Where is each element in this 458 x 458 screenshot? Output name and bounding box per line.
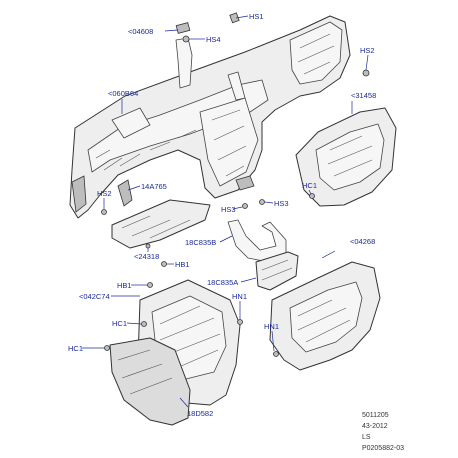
instrument-panel-frame [69, 15, 351, 219]
callout-hn1-a: HN1 [232, 292, 247, 301]
callout-hc1-b: HC1 [68, 344, 83, 353]
callout-hs4: HS4 [206, 35, 221, 44]
lower-trim-panel [111, 179, 211, 249]
callout-24318: <24318 [134, 252, 159, 261]
callout-18d582: 18D582 [187, 409, 213, 418]
callout-hb1-b: HB1 [117, 281, 132, 290]
fastener-hs4 [182, 35, 190, 43]
callout-04608: <04608 [128, 27, 153, 36]
fastener-hs2-top [362, 69, 370, 77]
support-brackets [227, 219, 299, 291]
callout-18c835a: 18C835A [207, 278, 238, 287]
fastener-hn1-a [237, 319, 243, 325]
fastener-hs2-left [101, 209, 107, 215]
fastener-hs1 [229, 12, 240, 24]
callout-labels: HS1 <04608 HS4 HS2 <060B64 <31458 HC1 HS… [68, 12, 376, 418]
callout-hb1-a: HB1 [175, 260, 190, 269]
fastener-04608 [175, 22, 191, 34]
console-bracket [269, 261, 381, 371]
fastener-hc1-b [104, 345, 110, 351]
fastener-hs3-b [259, 199, 265, 205]
callout-hs3-a: HS3 [221, 205, 236, 214]
fastener-hc1-glove [309, 193, 315, 199]
glove-box [295, 107, 397, 207]
reference-line-3: LS [361, 434, 371, 441]
callout-060b64: <060B64 [108, 89, 138, 98]
reference-line-1: 5011205 [361, 412, 389, 419]
callout-18c835b: 18C835B [185, 238, 216, 247]
fastener-hs3-a [242, 203, 248, 209]
callout-hn1-b: HN1 [264, 322, 279, 331]
callout-hc1-a: HC1 [112, 319, 127, 328]
callout-hs1: HS1 [249, 12, 264, 21]
callout-042c74: <042C74 [79, 292, 110, 301]
reference-block: 5011205 43-2012 LS P0205882-03 [362, 410, 404, 454]
fasteners [101, 12, 370, 357]
fastener-hb1-a [161, 261, 167, 267]
centre-console [109, 279, 241, 426]
fastener-24318 [145, 243, 151, 249]
fastener-hn1-b [273, 351, 279, 357]
leader-lines [82, 15, 369, 408]
callout-hs3-b: HS3 [274, 199, 289, 208]
reference-line-4: P0205882-03 [361, 445, 404, 452]
reference-line-2: 43-2012 [361, 423, 388, 430]
callout-hs2-top: HS2 [360, 46, 375, 55]
fastener-hb1-b [147, 282, 153, 288]
callout-31458: <31458 [351, 91, 376, 100]
callout-hc1-glove: HC1 [302, 181, 317, 190]
fastener-hc1-a [141, 321, 147, 327]
callout-14a765: 14A765 [141, 182, 167, 191]
callout-04268: <04268 [350, 237, 375, 246]
callout-hs2-left: HS2 [97, 189, 112, 198]
